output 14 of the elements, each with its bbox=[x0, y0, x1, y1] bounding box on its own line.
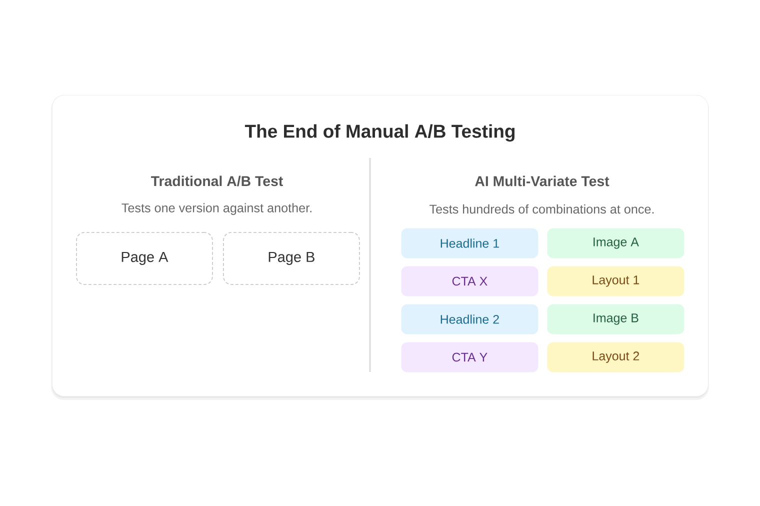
description: Tests hundreds of combinations at once. bbox=[430, 204, 654, 214]
column-heading: Traditional A/B Test bbox=[151, 176, 283, 186]
variant-tag: Image B bbox=[547, 304, 684, 334]
variant-tag: Layout 2 bbox=[547, 342, 684, 372]
page-box: Page B bbox=[223, 232, 360, 285]
variant-tag: Layout 1 bbox=[547, 266, 684, 296]
variant-tag: CTA Y bbox=[401, 342, 538, 372]
page-box: Page A bbox=[76, 232, 213, 285]
variant-tag: Headline 1 bbox=[401, 228, 538, 258]
variant-tag: Headline 2 bbox=[401, 304, 538, 334]
column-heading: AI Multi-Variate Test bbox=[475, 176, 610, 186]
variant-tag: CTA X bbox=[401, 266, 538, 296]
variant-tag: Image A bbox=[547, 228, 684, 258]
description: Tests one version against another. bbox=[122, 203, 312, 215]
